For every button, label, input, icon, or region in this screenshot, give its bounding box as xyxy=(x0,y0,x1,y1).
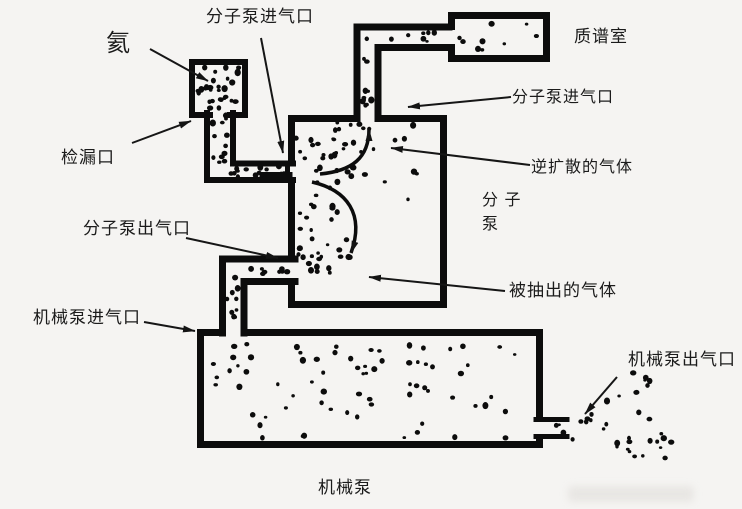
mol-outlet-tube-outer-wall xyxy=(219,255,299,337)
mechanical-pump-label: 机械泵 xyxy=(318,478,372,497)
chamber-tube-inner-wall xyxy=(374,44,453,120)
mol-pump-inlet-right-pointer xyxy=(407,96,512,110)
molecular-pump-label-line1: 分 子 xyxy=(482,192,522,209)
mass-spec-chamber-label: 质谱室 xyxy=(574,27,628,46)
mol-pump-inlet-top-pointer xyxy=(260,37,285,154)
exhaust-nozzle xyxy=(533,417,570,439)
mol-pump-outlet-pointer xyxy=(185,237,279,259)
extracted-gas-label: 被抽出的气体 xyxy=(509,281,617,300)
back-diffusion-flow xyxy=(319,128,373,176)
mech-pump-outlet-pointer xyxy=(584,376,618,415)
extracted-gas-pointer xyxy=(368,274,506,292)
blurred-watermark xyxy=(568,486,694,502)
mech-pump-outlet-label: 机械泵出气口 xyxy=(628,350,736,369)
leak-port-tube-left-wall xyxy=(204,110,296,183)
leak-port-pointer xyxy=(131,120,192,144)
helium-box xyxy=(189,59,248,118)
mech-pump-inlet-pointer xyxy=(143,321,196,333)
mol-pump-inlet-right-label: 分子泵进气口 xyxy=(512,89,615,106)
gas-molecule-dots xyxy=(195,20,675,461)
mech-pump-inlet-label: 机械泵进气口 xyxy=(33,308,141,327)
mol-pump-inlet-top-label: 分子泵进气口 xyxy=(206,7,314,26)
molecular-pump-label-line2: 泵 xyxy=(482,216,500,233)
chamber-tube-outer-wall xyxy=(353,23,453,120)
pumped-gas-flow xyxy=(311,180,359,254)
leak-port-label: 检漏口 xyxy=(61,148,115,167)
helium-label: 氦 xyxy=(106,30,131,57)
leak-port-tube-right-wall xyxy=(230,110,296,167)
mechanical-pump-box xyxy=(197,329,543,448)
back-diffused-gas-pointer xyxy=(390,145,531,166)
mass-spec-chamber-box xyxy=(448,12,550,62)
molecular-pump-box xyxy=(288,115,447,308)
mol-pump-outlet-label: 分子泵出气口 xyxy=(83,219,191,238)
back-diffused-gas-label: 逆扩散的气体 xyxy=(531,159,634,176)
mol-outlet-tube-inner-wall xyxy=(240,278,299,337)
helium-pointer xyxy=(149,48,209,82)
